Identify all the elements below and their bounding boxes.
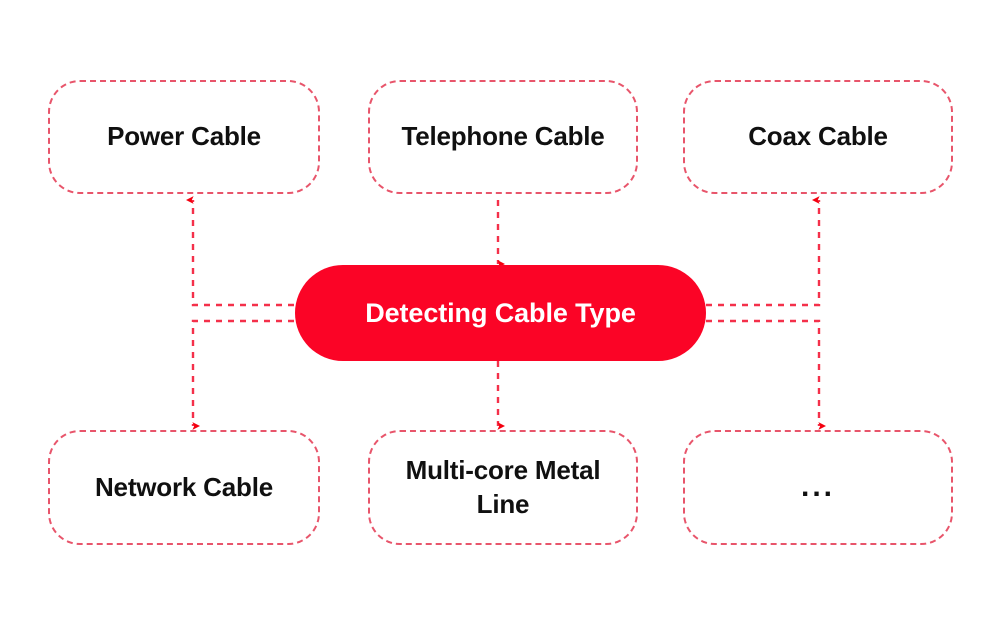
edge-hub-network-cable [191, 319, 294, 430]
edge-hub-coax-cable [706, 196, 821, 307]
node-label: ... [800, 470, 835, 504]
edge-hub-more [706, 319, 826, 430]
node-label: Power Cable [107, 121, 261, 152]
node-power-cable[interactable]: Power Cable [48, 80, 320, 194]
edge-hub-power-cable [186, 196, 294, 307]
node-label: Network Cable [94, 471, 273, 502]
node-label: Coax Cable [748, 121, 888, 152]
node-more[interactable]: ... [683, 430, 953, 545]
hub-detecting-cable-type[interactable]: Detecting Cable Type [295, 265, 706, 361]
node-label: Telephone Cable [401, 121, 605, 152]
node-coax-cable[interactable]: Coax Cable [683, 80, 953, 194]
node-network-cable[interactable]: Network Cable [48, 430, 320, 545]
node-multi-core-metal-line[interactable]: Multi-core Metal Line [368, 430, 638, 545]
node-telephone-cable[interactable]: Telephone Cable [368, 80, 638, 194]
hub-label: Detecting Cable Type [365, 297, 636, 328]
node-label: Multi-core Metal Line [405, 455, 601, 519]
